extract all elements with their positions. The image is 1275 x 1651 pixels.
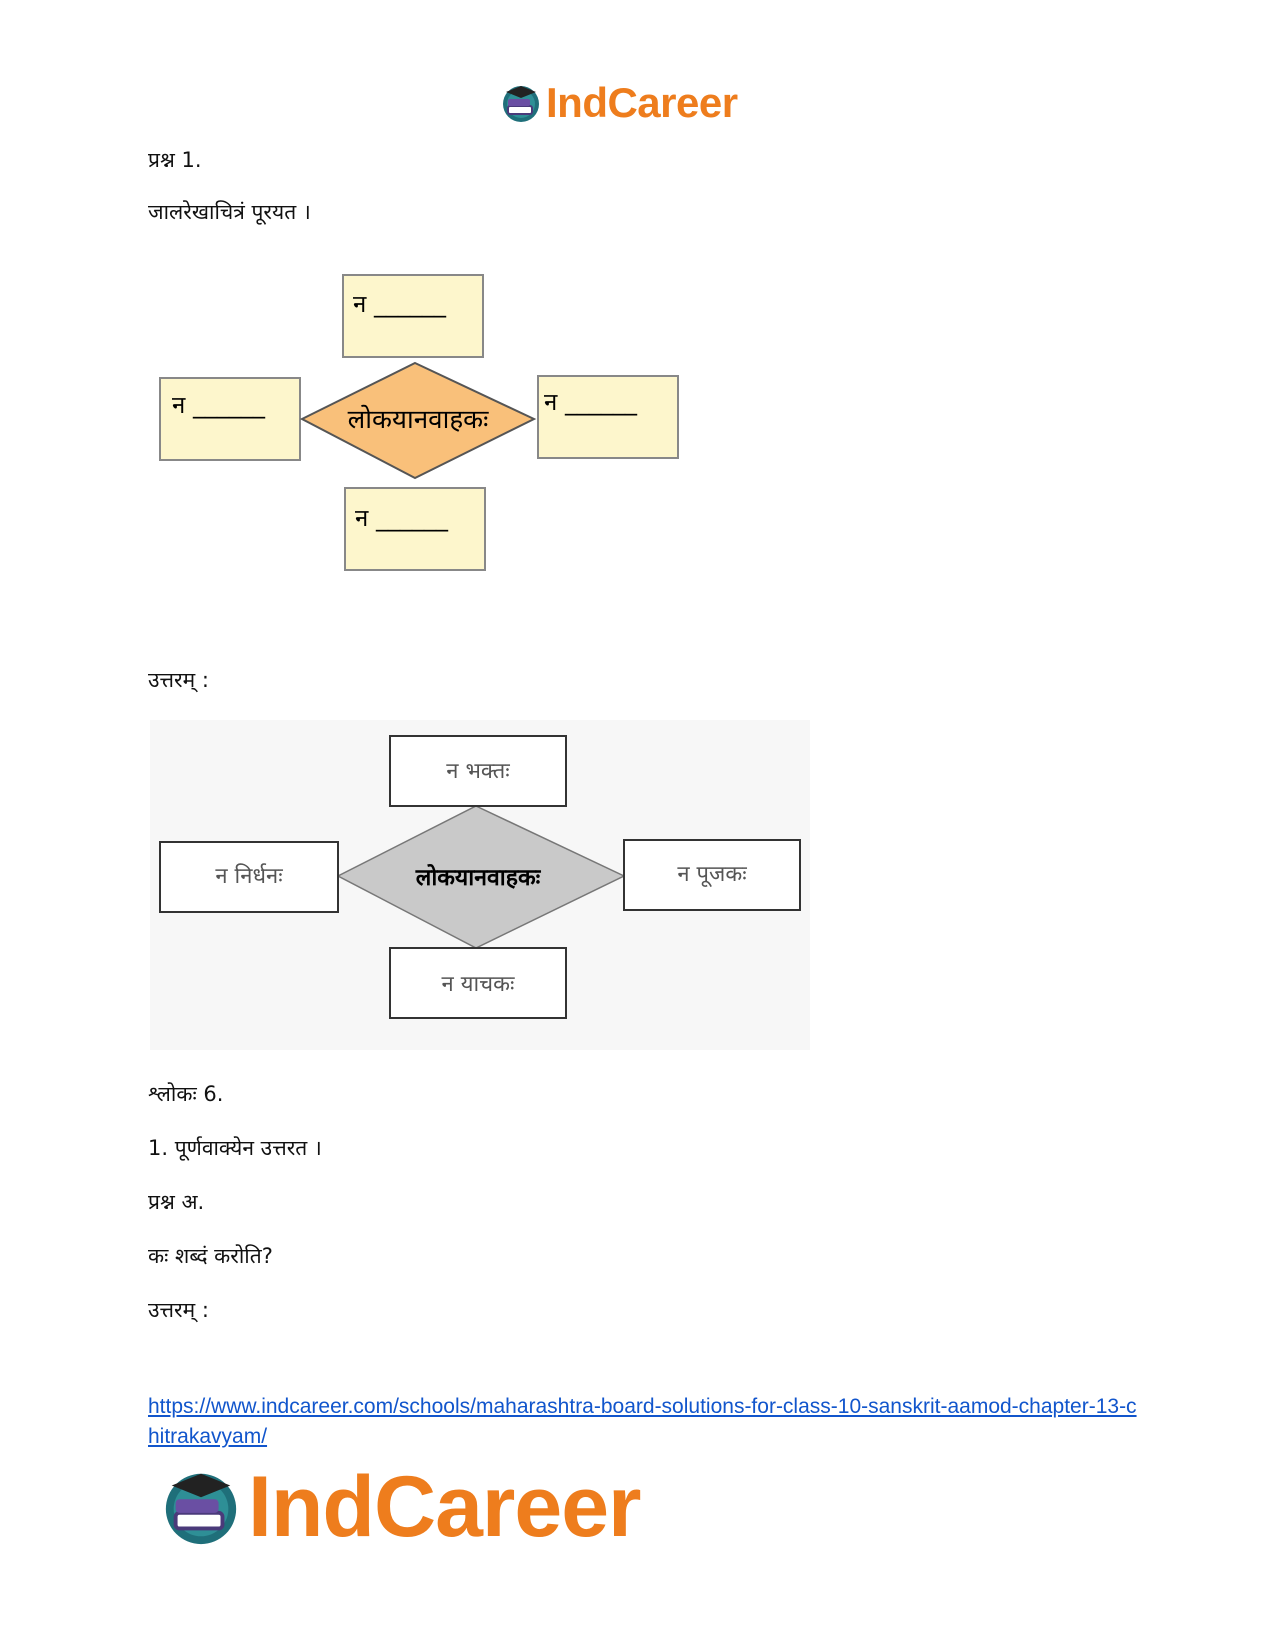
bottom-box — [389, 947, 567, 1019]
question-a-label: प्रश्न अ. — [148, 1190, 205, 1214]
right-box-label: न ______ — [544, 388, 638, 416]
answer-1-label: उत्तरम् : — [148, 668, 209, 692]
top-box — [389, 735, 567, 807]
top-box-label: न ______ — [353, 290, 447, 318]
question-a-text: कः शब्दं करोति? — [148, 1244, 273, 1268]
header-logo-text: IndCareer — [546, 79, 738, 126]
footer-logo: IndCareer — [160, 1459, 641, 1555]
graduation-cap-book-globe-icon — [503, 86, 539, 122]
top-box-label: न भक्तः — [446, 759, 510, 784]
footer-logo-text: IndCareer — [248, 1458, 641, 1555]
center-diamond — [299, 361, 537, 480]
graduation-cap-book-globe-icon — [165, 1473, 237, 1545]
question-1-label: प्रश्न 1. — [148, 148, 202, 172]
bottom-box-label: न ______ — [355, 504, 449, 532]
top-box — [342, 274, 484, 358]
right-box-label: न पूजकः — [677, 862, 747, 888]
left-box-label: न ______ — [172, 391, 266, 419]
answer-web-diagram: लोकयानवाहकः न भक्तः न निर्धनः न पूजकः न … — [150, 720, 810, 1050]
left-box — [159, 841, 339, 913]
source-link[interactable]: https://www.indcareer.com/schools/mahara… — [148, 1395, 1137, 1448]
left-box — [159, 377, 301, 461]
center-label: लोकयानवाहकः — [348, 404, 490, 435]
shloka-label: श्लोकः 6. — [148, 1082, 224, 1106]
bottom-box — [344, 487, 486, 571]
answer-a-label: उत्तरम् : — [148, 1298, 209, 1322]
bottom-box-label: न याचकः — [442, 972, 516, 997]
left-box-label: न निर्धनः — [215, 863, 283, 889]
task-1: 1. पूर्णवाक्येन उत्तरत । — [148, 1136, 322, 1160]
right-box — [537, 375, 679, 459]
right-box — [623, 839, 801, 911]
question-1-instruction: जालरेखाचित्रं पूरयत । — [148, 200, 311, 224]
center-label: लोकयानवाहकः — [415, 863, 542, 891]
question-web-diagram: न ______ न ______ न ______ न ______ लोकय… — [159, 274, 679, 571]
header-logo: IndCareer — [500, 79, 738, 126]
